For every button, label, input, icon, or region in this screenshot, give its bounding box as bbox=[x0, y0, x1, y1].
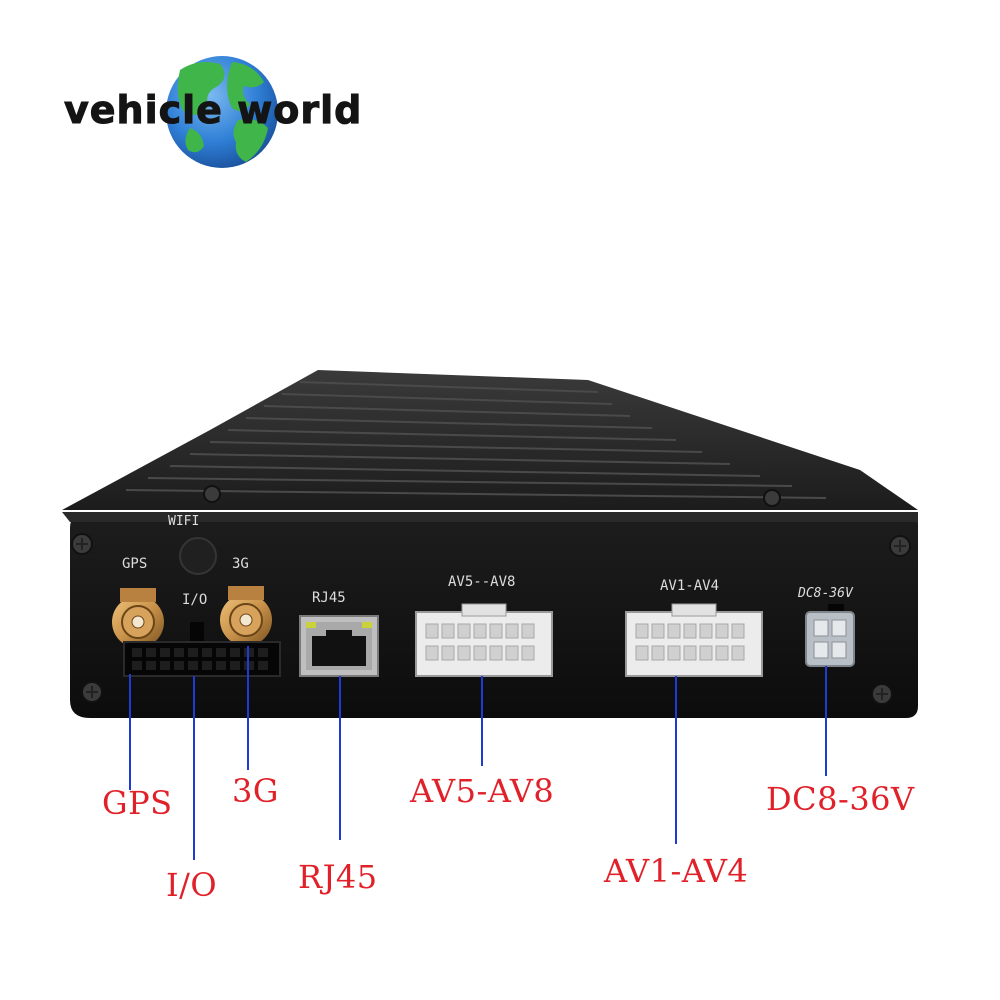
callout-3g: 3G bbox=[232, 772, 279, 810]
callout-av1-av4: AV1-AV4 bbox=[604, 852, 749, 890]
panel-label-dc: DC8-36V bbox=[798, 586, 853, 601]
panel-label-gps: GPS bbox=[122, 556, 148, 572]
callout-rj45: RJ45 bbox=[298, 858, 378, 896]
panel-label-io: I/O bbox=[182, 592, 208, 608]
callout-gps: GPS bbox=[102, 784, 173, 822]
panel-label-3g: 3G bbox=[232, 556, 249, 572]
callout-io: I/O bbox=[166, 866, 218, 904]
panel-label-av5-av8: AV5--AV8 bbox=[448, 574, 516, 590]
logo-text: vehicle world bbox=[63, 88, 363, 133]
panel-label-wifi: WIFI bbox=[168, 514, 200, 529]
callout-dc: DC8-36V bbox=[766, 780, 915, 818]
panel-label-rj45: RJ45 bbox=[312, 590, 346, 606]
callout-av5-av8: AV5-AV8 bbox=[410, 772, 555, 810]
panel-label-av1-av4: AV1-AV4 bbox=[660, 578, 720, 594]
